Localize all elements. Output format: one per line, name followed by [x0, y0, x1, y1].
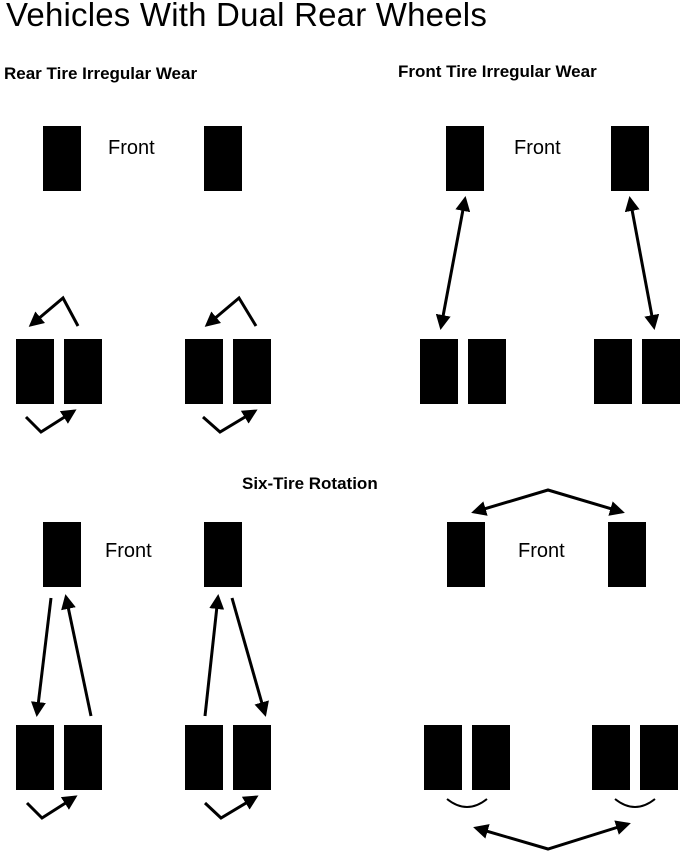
- tire-front-right: [608, 522, 646, 587]
- front-label-six-tire-left: Front: [105, 540, 152, 562]
- six-tire-left-diagram: [16, 522, 271, 820]
- front-label-front-wear: Front: [514, 137, 561, 159]
- tire-front-right: [204, 126, 242, 191]
- tire-front-left: [446, 126, 484, 191]
- front-label-six-tire-right: Front: [518, 540, 565, 562]
- swap-arrow-bottom-right: [202, 409, 258, 434]
- dual-pair-bracket-left: [446, 798, 488, 808]
- tire-front-right: [204, 522, 242, 587]
- tire-front-left: [447, 522, 485, 587]
- front-label-rear-wear: Front: [108, 137, 155, 159]
- six-tire-title: Six-Tire Rotation: [242, 474, 378, 493]
- tire-rear-right-inner: [185, 339, 223, 404]
- tire-rear-right-outer: [233, 725, 271, 790]
- dual-pair-bracket-right: [614, 798, 656, 808]
- rotation-arrow-rear-left-up: [61, 594, 93, 717]
- tire-rear-right-outer: [642, 339, 680, 404]
- tire-rear-right-inner: [592, 725, 630, 790]
- tire-rear-left-outer: [424, 725, 462, 790]
- tire-rear-left-outer: [16, 339, 54, 404]
- tire-front-left: [43, 126, 81, 191]
- swap-arrow-bottom-right: [203, 795, 259, 820]
- swap-arrow-right: [624, 196, 660, 330]
- tire-rear-right-inner: [594, 339, 632, 404]
- cross-arrow-front: [471, 488, 625, 516]
- swap-arrow-bottom-left: [25, 795, 78, 820]
- tire-rear-right-outer: [233, 339, 271, 404]
- swap-arrow-top-left: [28, 295, 80, 327]
- cross-arrow-rear: [473, 820, 631, 851]
- swap-arrow-bottom-left: [24, 409, 77, 434]
- swap-arrow-top-right: [204, 295, 258, 327]
- rotation-arrow-front-right-down: [230, 597, 269, 717]
- tire-front-right: [611, 126, 649, 191]
- tire-rear-right-outer: [640, 725, 678, 790]
- tire-rear-left-inner: [468, 339, 506, 404]
- tire-rear-left-inner: [64, 339, 102, 404]
- page-title: Vehicles With Dual Rear Wheels: [6, 0, 488, 33]
- six-tire-right-diagram: [424, 488, 678, 851]
- tire-rear-left-inner: [64, 725, 102, 790]
- rear-wear-title: Rear Tire Irregular Wear: [4, 64, 198, 83]
- front-wear-title: Front Tire Irregular Wear: [398, 62, 597, 81]
- tire-front-left: [43, 522, 81, 587]
- rear-wear-diagram: [16, 126, 271, 434]
- tire-rear-left-inner: [472, 725, 510, 790]
- rotation-arrow-rear-right-up: [203, 594, 225, 717]
- tire-rear-left-outer: [420, 339, 458, 404]
- tire-rear-left-outer: [16, 725, 54, 790]
- rotation-arrow-front-left-down: [30, 597, 53, 717]
- front-wear-diagram: [420, 126, 680, 404]
- tire-rear-right-inner: [185, 725, 223, 790]
- swap-arrow-left: [435, 196, 471, 330]
